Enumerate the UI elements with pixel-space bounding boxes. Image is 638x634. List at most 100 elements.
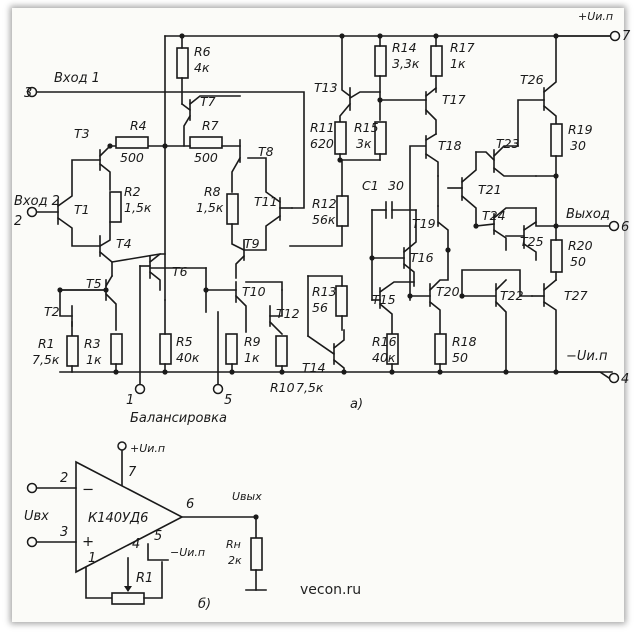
diagram_a-resistors-R10-name-label: R10 (270, 380, 295, 395)
diagram_a-resistors-R2-value-label: 1,5к (124, 200, 152, 215)
diagram_b-rload_value-label: 2к (228, 554, 242, 567)
input-stage (36, 136, 172, 385)
diagram_a-transistors-T8-label: T8 (258, 144, 274, 159)
diagram_a-transistors-T27-label: T27 (564, 288, 588, 303)
diagram_a-resistors-R20-value-label: 50 (570, 254, 586, 269)
terminal-5 (212, 383, 224, 395)
diagram_a-transistors-T22-label: T22 (500, 288, 524, 303)
diagram_a-transistors-T11-label: T11 (254, 194, 278, 209)
u-out-label: Uвых (232, 490, 262, 503)
diagram_b-pin_1-label: 1 (88, 551, 96, 566)
diagram_a-transistors-T6-label: T6 (172, 264, 188, 279)
u-in-label: Uвх (24, 509, 49, 524)
diagram-b: 2 3 Uвх − + К140УД6 7 +Uи.п 6 Uвых 4 5 −… (24, 441, 267, 612)
terminal-4 (608, 372, 620, 384)
diagram_a-resistors-R14-name-label: R14 (392, 40, 417, 55)
caption-a: а) (350, 397, 363, 412)
diagram_a-resistors-R19-value-label: 30 (570, 138, 586, 153)
diagram_a-resistors-R8-value-label: 1,5к (196, 200, 224, 215)
pin-5-label: 5 (224, 393, 232, 408)
terminal-3 (26, 86, 38, 98)
center-stage (59, 35, 293, 385)
diagram_a-transistors-T12-label: T12 (276, 306, 300, 321)
pin-6-label: 6 (621, 220, 629, 235)
terminal-7 (609, 30, 621, 42)
second-stage (289, 35, 417, 373)
chip-label: К140УД6 (88, 511, 148, 526)
diagram_a-transistors-T10-label: T10 (242, 284, 266, 299)
diagram_a-resistors-R12-name-label: R12 (312, 196, 337, 211)
diagram_b-pin_5-label: 5 (154, 529, 162, 544)
diagram_a-resistors-R11-value-label: 620 (310, 136, 334, 151)
balance-label: Балансировка (130, 411, 227, 426)
diagram_a-transistors-T25-label: T25 (520, 234, 544, 249)
diagram_a-transistors-T18-label: T18 (438, 138, 462, 153)
diagram_a-resistors-R9-value-label: 1к (244, 350, 260, 365)
diagram_a-resistors-R15-name-label: R15 (354, 120, 379, 135)
diagram_a-resistors-R4-value-label: 500 (120, 150, 144, 165)
supply-negative-label: −Uи.п (566, 349, 608, 364)
diagram_a-transistors-T2-label: T2 (44, 304, 60, 319)
pin-2-label: 2 (14, 214, 22, 229)
diagram_a-resistors-R15-value-label: 3к (356, 136, 372, 151)
diagram_a-resistors-R19-name-label: R19 (568, 122, 593, 137)
opamp-symbol (75, 460, 184, 574)
diagram_a-resistors-R13-value-label: 56 (312, 300, 328, 315)
diagram_a-transistors-T9-label: T9 (244, 236, 260, 251)
diagram_a-resistors-R3-name-label: R3 (84, 336, 101, 351)
diagram_a-resistors-R7-value-label: 500 (194, 150, 218, 165)
diagram_a-capacitor-value-label: 30 (388, 178, 404, 193)
diagram_a-resistors-R17-value-label: 1к (450, 56, 466, 71)
diagram_b-pin_2-label: 2 (60, 471, 68, 486)
diagram_a-transistors-T21-label: T21 (478, 182, 502, 197)
diagram_b-pin_3-label: 3 (60, 525, 68, 540)
diagram_a-resistors-R3-value-label: 1к (86, 352, 102, 367)
diagram_a-transistors-T4-label: T4 (116, 236, 132, 251)
diagram_b-minus-label: − (82, 482, 94, 498)
diagram_a-resistors-R4-name-label: R4 (130, 118, 147, 133)
diagram_a-resistors-R16-value-label: 40к (372, 350, 396, 365)
pin-4-label: 4 (621, 372, 629, 387)
diagram_b-r1-label: R1 (136, 571, 153, 586)
diagram_a-resistors-R14-value-label: 3,3к (392, 56, 420, 71)
diagram_a-transistors-T16-label: T16 (410, 250, 434, 265)
pin-7-label: 7 (622, 29, 631, 44)
diagram_a-resistors-R7-name-label: R7 (202, 118, 219, 133)
diagram_b-pin_4-label: 4 (132, 537, 140, 552)
terminal-6 (608, 220, 620, 232)
diagram_a-transistors-T20-label: T20 (436, 284, 460, 299)
diagram_b-plus-label: + (82, 534, 94, 550)
pin-1-label: 1 (126, 393, 134, 408)
diagram_a-resistors-R20-name-label: R20 (568, 238, 593, 253)
b-supply-negative: −Uи.п (170, 546, 205, 559)
diagram_a-transistors-T26-label: T26 (520, 72, 544, 87)
diagram_a-transistors-T24-label: T24 (482, 208, 506, 223)
pin-3-label: 3 (24, 86, 32, 101)
diagram_a-transistors-T15-label: T15 (372, 292, 396, 307)
supply-rails (35, 35, 613, 373)
diagram_a-resistors-R1-name-label: R1 (38, 336, 55, 351)
supply-positive-label: +Uи.п (578, 10, 613, 23)
diagram_a-transistors-T3-label: T3 (74, 126, 90, 141)
input-2-label: Вход 2 (14, 194, 60, 209)
diagram_a-transistors-T7-label: T7 (200, 94, 216, 109)
diagram_a-transistors-T14-label: T14 (302, 360, 326, 375)
diagram_a-transistors-T1-label: T1 (74, 202, 90, 217)
junctions (57, 33, 559, 375)
terminal-1 (134, 383, 146, 395)
diagram_b-rload_name-label: Rн (226, 538, 241, 551)
diagram_a-resistors-R1-value-label: 7,5к (32, 352, 60, 367)
output-stage (379, 35, 611, 380)
input-1-label: Вход 1 (54, 71, 100, 86)
diagram_a-resistors-R8-name-label: R8 (204, 184, 221, 199)
diagram_a-transistors-T23-label: T23 (496, 136, 520, 151)
b-supply-positive: +Uи.п (130, 442, 165, 455)
watermark: vecon.ru (300, 582, 361, 598)
diagram_a-resistors-R18-name-label: R18 (452, 334, 477, 349)
diagram_a-resistors-R9-name-label: R9 (244, 334, 261, 349)
diagram_a-transistors-T13-label: T13 (314, 80, 338, 95)
diagram_a-transistors-T5-label: T5 (86, 276, 102, 291)
diagram_a-resistors-R12-value-label: 56к (312, 212, 336, 227)
